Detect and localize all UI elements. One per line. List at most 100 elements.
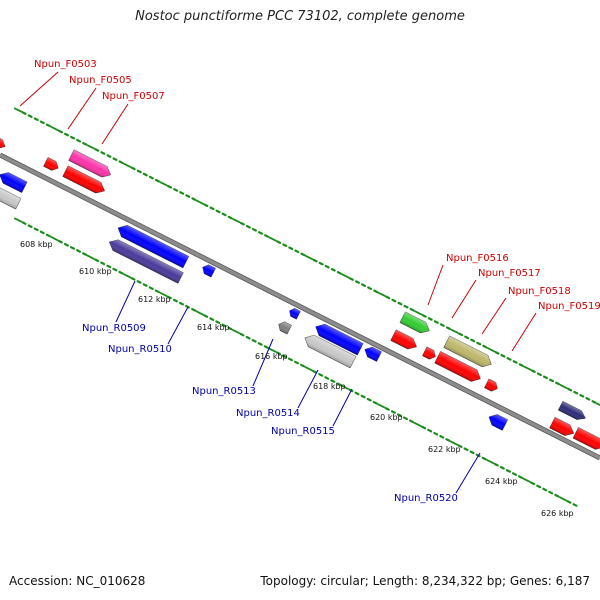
outer-dot (486, 347, 495, 353)
outer-dot (367, 286, 373, 291)
outer-dot (251, 228, 257, 232)
gene-arrow-g14 (364, 346, 382, 362)
outer-dot (421, 314, 427, 318)
inner-dot (554, 493, 560, 498)
gene-label: Npun_F0518 (508, 286, 571, 297)
outer-dot (106, 154, 112, 158)
inner-dot (330, 379, 336, 383)
inner-dot (427, 428, 433, 433)
inner-dot (324, 376, 330, 380)
inner-dot (268, 347, 277, 353)
inner-dot (409, 419, 415, 424)
label-leader (19, 71, 59, 107)
outer-dot (118, 160, 124, 165)
gene-arrow-g2 (43, 157, 59, 171)
inner-dot (542, 487, 548, 492)
inner-dot (69, 246, 75, 250)
gene-arrow-g7 (117, 225, 190, 269)
label-leader (332, 388, 353, 427)
inner-dot (195, 310, 204, 316)
outer-dot (148, 175, 154, 180)
outer-dot (414, 310, 423, 316)
inner-dot (505, 469, 511, 473)
gene-label: Npun_R0513 (192, 386, 256, 397)
inner-dot (148, 286, 154, 290)
inner-dot (275, 351, 281, 356)
gene-arrow-g10 (289, 308, 301, 320)
inner-dot (390, 410, 396, 414)
gene-arrow-g12 (315, 323, 364, 356)
gene-arrow-g22 (557, 400, 586, 420)
inner-dot (469, 450, 475, 455)
accession-text: Accession: NC_010628 (9, 574, 146, 588)
outer-dot (542, 375, 548, 380)
outer-dot (324, 264, 330, 269)
inner-dot (354, 391, 360, 396)
outer-dot (403, 304, 409, 309)
outer-dot (21, 111, 27, 115)
label-leader (481, 297, 507, 335)
outer-dot (476, 341, 482, 346)
outer-dot (268, 236, 277, 242)
outer-dot (355, 280, 360, 284)
gene-arrow-g18 (443, 335, 492, 368)
inner-dot (142, 283, 148, 287)
inner-dot (57, 239, 63, 244)
inner-dot (191, 308, 197, 312)
gene-arrow-g4 (62, 165, 105, 194)
tick-label: 612 kbp (138, 295, 171, 304)
outer-dot (312, 258, 318, 263)
gene-arrow-g16 (390, 329, 417, 350)
label-leader (455, 452, 481, 494)
inner-dot (45, 233, 51, 238)
inner-dot (566, 500, 572, 504)
tick-label: 616 kbp (255, 352, 288, 361)
outer-dot (567, 387, 573, 392)
tick-label: 608 kbp (20, 240, 53, 249)
tick-label: 620 kbp (370, 413, 403, 422)
gene-arrow-g21 (488, 414, 509, 431)
inner-dot (245, 335, 251, 340)
outer-dot (100, 151, 106, 155)
inner-dot (304, 366, 313, 372)
outer-dot (500, 354, 506, 358)
inner-dot (340, 384, 350, 390)
outer-dot (282, 243, 288, 248)
inner-dot (94, 258, 100, 263)
inner-dot (287, 357, 293, 362)
outer-dot (450, 328, 459, 334)
outer-dot (348, 277, 354, 281)
outer-dot (494, 350, 500, 355)
outer-dot (595, 402, 600, 407)
inner-dot (76, 249, 82, 253)
gene-features (0, 134, 600, 450)
outer-dot (209, 206, 215, 211)
outer-dot (397, 301, 403, 306)
inner-dot (82, 252, 88, 256)
outer-dot (482, 344, 488, 349)
gene-label: Npun_F0516 (446, 253, 509, 264)
inner-dot (499, 466, 505, 470)
inner-dot (449, 440, 459, 446)
outer-dot (185, 194, 191, 198)
outer-dot (548, 378, 555, 383)
inner-dot (154, 289, 160, 294)
inner-dot (203, 314, 209, 318)
inner-dot (558, 496, 567, 502)
outer-dot (464, 335, 470, 340)
inner-dot (122, 273, 132, 279)
inner-dot (439, 435, 445, 439)
label-leader (427, 264, 444, 306)
inner-dot (421, 425, 427, 430)
inner-dot (493, 462, 499, 467)
label-leader (252, 338, 274, 387)
outer-dot (330, 267, 336, 272)
inner-dot (159, 291, 168, 297)
outer-dot (361, 283, 367, 287)
inner-dot (118, 270, 124, 275)
inner-dot (281, 354, 287, 359)
inner-dot (463, 447, 469, 452)
outer-dot (300, 252, 306, 257)
inner-dot (209, 317, 215, 321)
gene-arrow-g15 (399, 311, 430, 334)
